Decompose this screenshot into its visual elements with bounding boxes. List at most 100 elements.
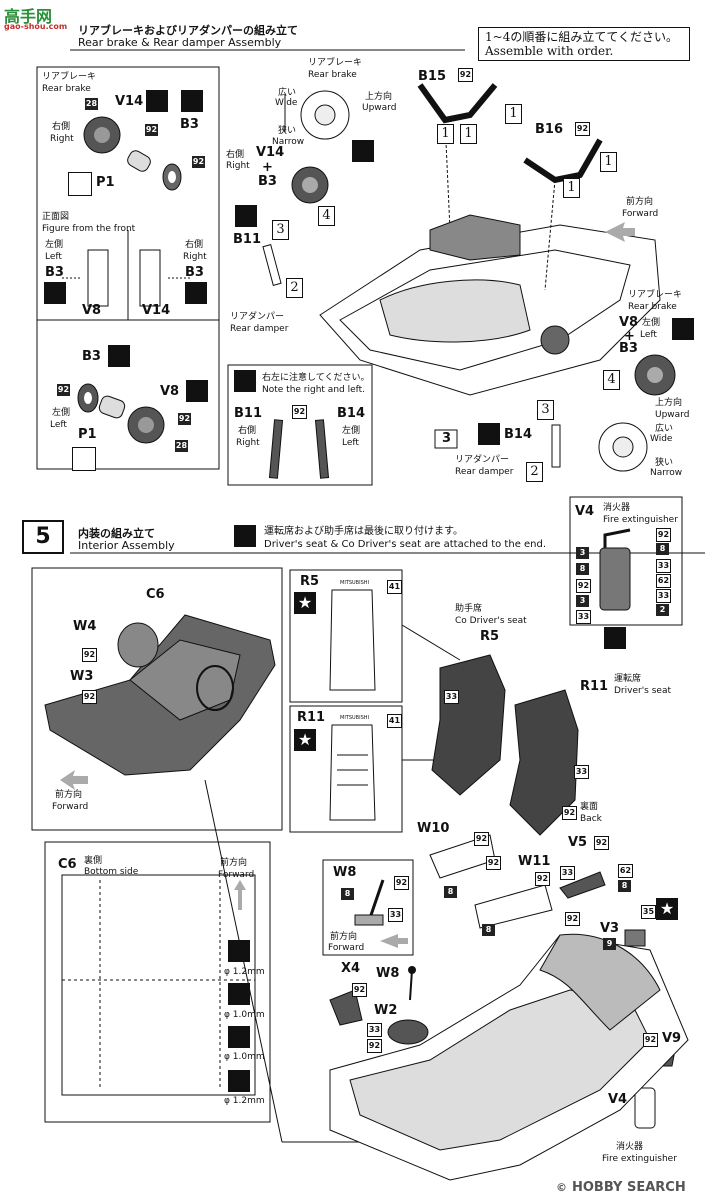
rear-damper-label-en: Rear damper	[230, 324, 289, 334]
no-glue-icon	[72, 447, 96, 471]
part-number-badge: 33	[367, 1023, 382, 1037]
part-number-badge: 92	[82, 690, 97, 704]
co-driver-seat-label-jp: 助手席	[455, 604, 483, 614]
drill-size-label: φ 1.0mm	[224, 1010, 265, 1020]
right-label-jp: 右側	[226, 150, 245, 160]
seat-brand-text: MITSUBISHI	[340, 580, 369, 586]
watermark-top-brand: 高手网	[4, 7, 53, 26]
rear-brake-label-en: Rear brake	[628, 302, 677, 312]
part-number-badge: 8	[576, 563, 589, 575]
part-number-badge: 28	[85, 98, 98, 110]
forward-label-en: Forward	[52, 802, 89, 812]
part-number-badge: 92	[643, 1033, 658, 1047]
left-label-jp: 左側	[642, 318, 661, 328]
upward-label-en: Upward	[655, 410, 690, 420]
back-label-en: Back	[580, 814, 602, 824]
part-number-badge: 62	[618, 864, 633, 878]
wide-label-en: Wide	[650, 434, 673, 444]
step4-title-en: Rear brake & Rear damper Assembly	[78, 36, 282, 49]
part-label-b11: B11	[233, 232, 261, 247]
part-label-r11: R11	[580, 679, 609, 694]
part-label-v4: V4	[608, 1092, 628, 1107]
back-label-jp: 裏面	[580, 802, 599, 812]
forward-label-jp: 前方向	[626, 197, 654, 207]
drill-size-label: φ 1.2mm	[224, 1096, 265, 1106]
wide-label-jp: 広い	[655, 424, 674, 434]
star-icon: ★	[294, 729, 316, 751]
rear-brake-label-jp: リアブレーキ	[308, 58, 363, 68]
part-label-b3: B3	[45, 265, 64, 280]
forward-label-en: Forward	[328, 943, 365, 953]
drill-size-label: φ 1.0mm	[224, 1052, 265, 1062]
part-number-badge: 33	[444, 690, 459, 704]
part-label-v8: V8	[82, 303, 102, 318]
plus-sign: +	[624, 329, 635, 344]
part-label-b15: B15	[418, 69, 446, 84]
no-glue-icon	[68, 172, 92, 196]
paint-icon	[478, 423, 500, 445]
part-label-w8: W8	[376, 966, 400, 981]
part-number-badge: 92	[292, 405, 307, 419]
part-number-badge: 92	[192, 156, 205, 168]
paint-icon	[186, 380, 208, 402]
order-note-en: Assemble with order.	[485, 44, 614, 58]
step4-title-jp: リアブレーキおよびリアダンパーの組み立て	[78, 24, 298, 37]
paint-icon	[672, 318, 694, 340]
drill-icon	[228, 1070, 250, 1092]
part-label-x4: X4	[341, 961, 361, 976]
part-label-c6: C6	[58, 857, 77, 872]
part-number-badge: 92	[394, 876, 409, 890]
left-label-en: Left	[342, 438, 359, 448]
part-number-badge: 35	[641, 905, 656, 919]
part-number-badge: 92	[594, 836, 609, 850]
note-right-left-en: Note the right and left.	[262, 385, 366, 395]
paint-icon	[185, 282, 207, 304]
part-number-badge: 3	[576, 547, 589, 559]
left-label-jp: 左側	[52, 408, 71, 418]
part-number-badge: 92	[474, 832, 489, 846]
right-label-jp: 右側	[238, 426, 257, 436]
bottom-side-label-en: Bottom side	[84, 867, 139, 877]
rear-damper-label-jp: リアダンパー	[230, 312, 285, 322]
part-label-v8: V8	[160, 384, 180, 399]
drill-icon	[228, 940, 250, 962]
right-label-en: Right	[226, 161, 250, 171]
order-number-4: 4	[318, 206, 335, 226]
part-label-v5: V5	[568, 835, 588, 850]
part-label-b16: B16	[535, 122, 563, 137]
part-number-badge: 8	[482, 924, 495, 936]
part-number-badge: 92	[178, 413, 191, 425]
left-label-en: Left	[45, 252, 62, 262]
part-label-b11: B11	[234, 406, 262, 421]
forward-label-jp: 前方向	[330, 932, 358, 942]
order-number-1: 1	[600, 152, 617, 172]
part-number-badge: 62	[656, 574, 671, 588]
front-view-jp: 正面図	[42, 212, 70, 222]
left-label-en: Left	[640, 330, 657, 340]
part-label-b14: B14	[504, 427, 532, 442]
note-right-left-jp: 右左に注意してください。	[262, 373, 370, 383]
part-number-badge: 33	[576, 610, 591, 624]
paint-icon	[146, 90, 168, 112]
paint-icon	[181, 90, 203, 112]
part-number-badge: 92	[575, 122, 590, 136]
wide-label-en: Wide	[275, 98, 298, 108]
part-label-p1: P1	[78, 427, 97, 442]
step5-title-en: Interior Assembly	[78, 539, 175, 552]
part-number-badge: 33	[656, 559, 671, 573]
part-number-badge: 92	[367, 1039, 382, 1053]
forward-label-en: Forward	[218, 870, 255, 880]
driver-seat-label-en: Driver's seat	[614, 686, 671, 696]
part-label-b14: B14	[337, 406, 365, 421]
right-label-en: Right	[50, 134, 74, 144]
part-number-badge: 2	[656, 604, 669, 616]
part-number-badge: 8	[444, 886, 457, 898]
wide-label-jp: 広い	[278, 88, 297, 98]
part-number-badge: 41	[387, 714, 402, 728]
left-label-jp: 左側	[45, 240, 64, 250]
order-number-3: 3	[537, 400, 554, 420]
bottom-side-label-jp: 裏側	[84, 856, 103, 866]
star-icon: ★	[656, 898, 678, 920]
extinguisher-label-jp: 消火器	[603, 503, 631, 513]
